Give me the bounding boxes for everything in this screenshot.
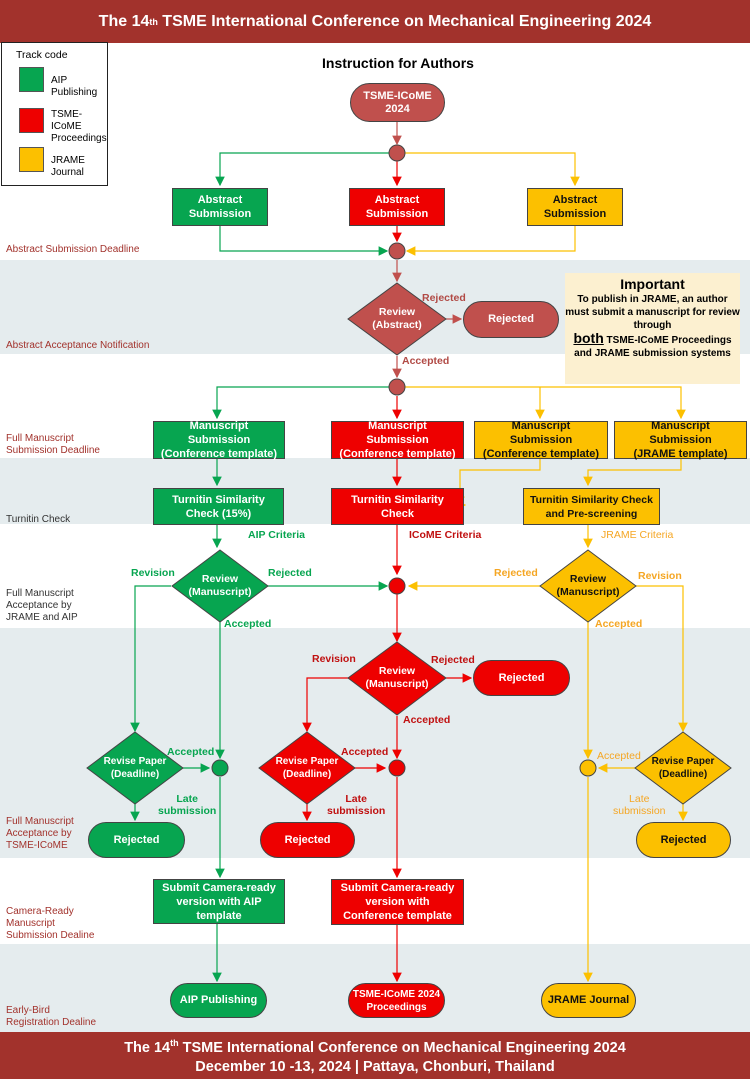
- label-accepted-icome: Accepted: [403, 714, 451, 726]
- node-review-aip: Review (Manuscript): [188, 573, 252, 598]
- page-title: Instruction for Authors: [322, 55, 474, 71]
- important-both: both: [573, 330, 604, 346]
- label-accepted-jrame-revise: Accepted: [597, 750, 641, 762]
- label-accepted-abstract: Accepted: [402, 355, 450, 367]
- side-label-full-deadline: Full Manuscript Submission Deadline: [6, 433, 100, 456]
- side-label-accept-icome: Full Manuscript Acceptance by TSME-ICoME: [6, 816, 74, 851]
- node-ms-jrame-conf: Manuscript Submission (Conference templa…: [474, 420, 608, 460]
- node-turnitin-aip: Turnitin Similarity Check (15%): [153, 488, 284, 525]
- node-revise-jrame: Revise Paper (Deadline): [651, 756, 715, 780]
- diamond-revise-jrame: [634, 731, 732, 805]
- node-abstract-aip: Abstract Submission: [172, 188, 268, 226]
- label-revision-jrame: Revision: [638, 570, 682, 582]
- diamond-revise-aip: [86, 731, 184, 805]
- node-ms-jrame: Manuscript Submission (JRAME template): [614, 420, 747, 460]
- node-ms-aip: Manuscript Submission (Conference templa…: [153, 420, 285, 460]
- legend-title: Track code: [16, 49, 68, 61]
- node-turnitin-icome: Turnitin Similarity Check: [331, 488, 464, 525]
- label-rejected-abstract: Rejected: [422, 292, 466, 304]
- node-revise-aip: Revise Paper (Deadline): [103, 756, 167, 780]
- diamond-review-aip: [171, 549, 269, 623]
- diamond-revise-icome: [258, 731, 356, 805]
- node-review-icome: Review (Manuscript): [365, 665, 429, 690]
- important-note: Important To publish in JRAME, an author…: [565, 273, 740, 384]
- node-abstract-jrame: Abstract Submission: [527, 188, 623, 226]
- legend-label-aip: AIP Publishing: [51, 75, 98, 98]
- node-end-icome: TSME-ICoME 2024 Proceedings: [348, 983, 445, 1018]
- footer-banner: The 14th TSME International Conference o…: [0, 1032, 750, 1079]
- label-revision-icome: Revision: [312, 653, 356, 665]
- node-camera-icome: Submit Camera-ready version with Confere…: [331, 879, 464, 925]
- label-icome-criteria: ICoME Criteria: [409, 529, 482, 541]
- label-late-aip: Late submission: [158, 793, 217, 817]
- side-label-accept-jrame-aip: Full Manuscript Acceptance by JRAME and …: [6, 588, 78, 623]
- node-camera-aip: Submit Camera-ready version with AIP tem…: [153, 879, 285, 924]
- side-label-abstract-deadline: Abstract Submission Deadline: [6, 244, 140, 255]
- label-rejected-aip: Rejected: [268, 567, 312, 579]
- label-late-icome: Late submission: [327, 793, 386, 817]
- diamond-review-abstract: [347, 282, 447, 356]
- legend-swatch-aip: [19, 67, 44, 92]
- node-revise-icome: Revise Paper (Deadline): [275, 756, 339, 780]
- legend-swatch-jrame: [19, 147, 44, 172]
- node-review-abstract: Review (Abstract): [372, 306, 422, 331]
- side-label-early-bird: Early-Bird Registration Dealine: [6, 1005, 97, 1028]
- label-accepted-aip: Accepted: [224, 618, 272, 630]
- label-accepted-icome-revise: Accepted: [341, 746, 389, 758]
- diamond-review-icome: [347, 641, 447, 716]
- node-abstract-icome: Abstract Submission: [349, 188, 445, 226]
- node-turnitin-jrame: Turnitin Similarity Check and Pre-screen…: [523, 488, 660, 525]
- footer-line2: December 10 -13, 2024 | Pattaya, Chonbur…: [195, 1058, 555, 1075]
- node-rejected-aip: Rejected: [88, 822, 185, 858]
- node-rejected-icome-review: Rejected: [473, 660, 570, 696]
- label-revision-aip: Revision: [131, 567, 175, 579]
- label-accepted-aip-revise: Accepted: [167, 746, 215, 758]
- important-line1: To publish in JRAME, an author must subm…: [565, 294, 740, 331]
- node-end-jrame: JRAME Journal: [541, 983, 636, 1018]
- important-heading: Important: [620, 276, 685, 292]
- legend-label-jrame: JRAME Journal: [51, 155, 85, 178]
- node-review-jrame: Review (Manuscript): [556, 573, 620, 598]
- legend-swatch-icome: [19, 108, 44, 133]
- side-label-abstract-notification: Abstract Acceptance Notification: [6, 340, 150, 351]
- label-late-jrame: Late submission: [613, 793, 666, 817]
- node-rejected-abstract: Rejected: [463, 301, 559, 338]
- diamond-review-jrame: [539, 549, 637, 623]
- label-accepted-jrame: Accepted: [595, 618, 643, 630]
- side-label-turnitin: Turnitin Check: [6, 514, 71, 525]
- important-line2: TSME-ICoME Proceedings and JRAME submiss…: [574, 335, 732, 359]
- footer-line1: The 14th TSME International Conference o…: [124, 1038, 626, 1056]
- legend-label-icome: TSME-ICoME Proceedings: [51, 109, 107, 144]
- node-end-aip: AIP Publishing: [170, 983, 267, 1018]
- node-rejected-icome: Rejected: [260, 822, 355, 858]
- node-rejected-jrame: Rejected: [636, 822, 731, 858]
- label-aip-criteria: AIP Criteria: [248, 529, 305, 541]
- label-rejected-icome: Rejected: [431, 654, 475, 666]
- label-jrame-criteria: JRAME Criteria: [601, 529, 674, 541]
- node-ms-icome: Manuscript Submission (Conference templa…: [331, 420, 464, 460]
- node-start: TSME-ICoME 2024: [350, 83, 445, 122]
- side-label-camera-ready: Camera-Ready Manuscript Submission Deali…: [6, 906, 95, 941]
- label-rejected-jrame: Rejected: [494, 567, 538, 579]
- legend: Track code AIP Publishing TSME-ICoME Pro…: [1, 42, 108, 186]
